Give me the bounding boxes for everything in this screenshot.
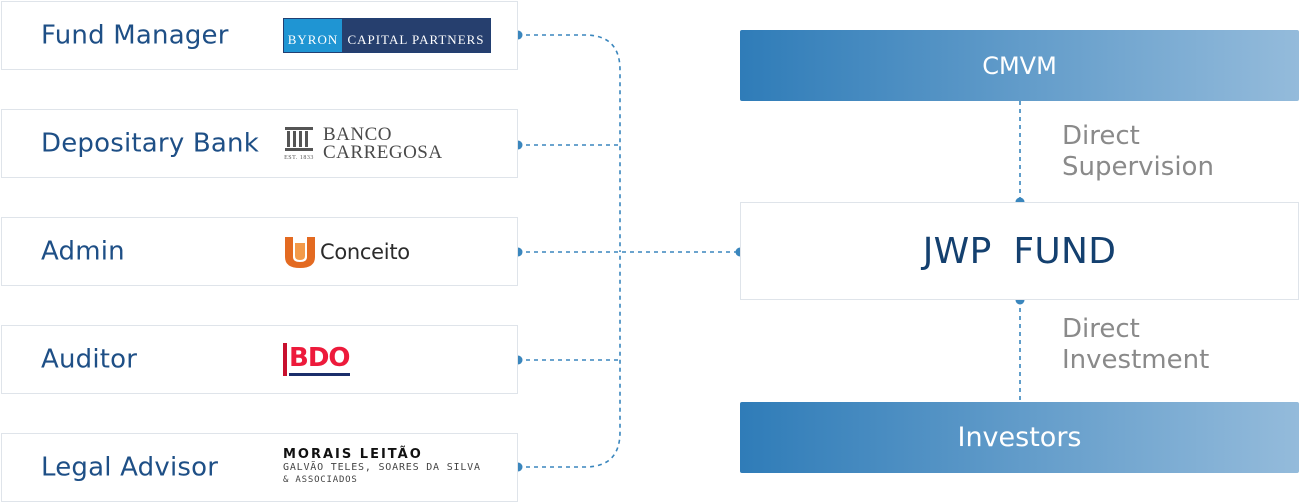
regulator-label: CMVM	[982, 51, 1057, 80]
bdo-bar-icon	[283, 343, 287, 376]
temple-icon: EST. 1833	[283, 126, 315, 161]
conceito-logo: Conceito	[283, 218, 410, 285]
provider-role: Admin	[41, 235, 125, 266]
provider-role: Depositary Bank	[41, 127, 259, 158]
connector-fund-manager	[518, 34, 621, 252]
logo-text: BDO	[289, 343, 351, 376]
logo-text: MORAIS LEITÃO	[283, 447, 423, 462]
logo-text: BANCO	[323, 123, 393, 145]
morais-leitao-logo: MORAIS LEITÃO GALVÃO TELES, SOARES DA SI…	[283, 434, 481, 501]
investors-band: Investors	[740, 402, 1299, 473]
banco-carregosa-logo: EST. 1833 BANCO CARREGOSA	[283, 110, 443, 177]
relation-text: Direct	[1062, 121, 1140, 151]
byron-capital-partners-logo: BYRON CAPITAL PARTNERS	[283, 2, 491, 69]
logo-text: CAPITAL PARTNERS	[342, 19, 490, 52]
relation-text: Investment	[1062, 345, 1210, 375]
fund-title: JWP FUND	[922, 230, 1117, 272]
logo-text: CARREGOSA	[323, 141, 443, 163]
provider-card-admin: Admin Conceito	[1, 217, 518, 286]
provider-card-depositary-bank: Depositary Bank EST. 1833 BANCO CARREGOS…	[1, 109, 518, 178]
regulator-band: CMVM	[740, 30, 1299, 101]
relation-text: Supervision	[1062, 152, 1214, 182]
provider-card-legal-advisor: Legal Advisor MORAIS LEITÃO GALVÃO TELES…	[1, 433, 518, 502]
logo-text: Conceito	[320, 239, 410, 264]
connector-legal	[518, 252, 621, 468]
provider-card-auditor: Auditor BDO	[1, 325, 518, 394]
relation-label-supervision: Direct Supervision	[1062, 121, 1214, 183]
relation-text: Direct	[1062, 314, 1140, 344]
investors-label: Investors	[957, 422, 1082, 453]
relation-label-investment: Direct Investment	[1062, 314, 1209, 376]
provider-role: Legal Advisor	[41, 451, 219, 482]
logo-text: BYRON	[284, 19, 342, 52]
provider-role: Fund Manager	[41, 19, 229, 50]
provider-role: Auditor	[41, 343, 138, 374]
provider-card-fund-manager: Fund Manager BYRON CAPITAL PARTNERS	[1, 1, 518, 70]
conceito-icon	[285, 236, 315, 268]
fund-box: JWP FUND	[740, 202, 1299, 300]
logo-est: EST. 1833	[284, 154, 314, 161]
bdo-logo: BDO	[283, 326, 351, 393]
logo-text: & ASSOCIADOS	[283, 475, 358, 485]
logo-text: GALVÃO TELES, SOARES DA SILVA	[283, 462, 481, 473]
